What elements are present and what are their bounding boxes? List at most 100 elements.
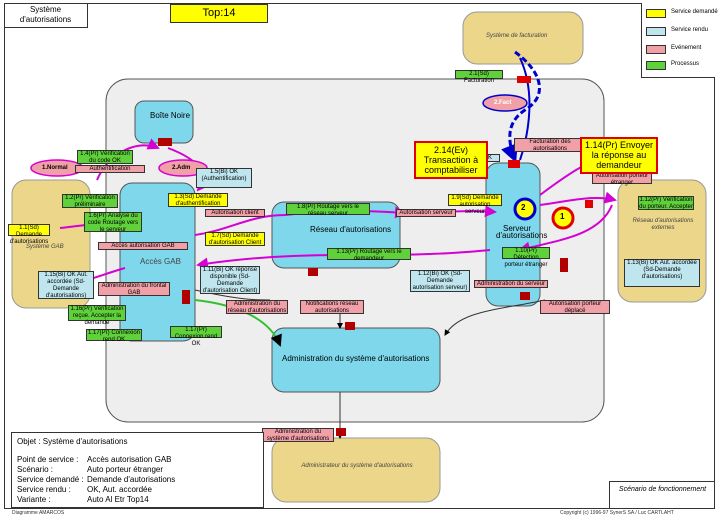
legend-swatch	[646, 9, 666, 18]
flow-line	[539, 191, 617, 206]
marker-1-shape	[551, 206, 575, 230]
actor-fact-shape	[482, 94, 528, 112]
process-analyse-code: 1.6(Pr) Analyse du code Routage vers le …	[84, 212, 142, 233]
info-value: Accès autorisation GAB	[87, 455, 172, 464]
info-value: Demande d'autorisations	[87, 475, 176, 484]
legend-label: Processus	[671, 61, 700, 67]
info-value: OK, Aut. accordée	[87, 485, 152, 494]
header-line-1: Système	[29, 5, 62, 14]
flow-line	[518, 204, 613, 254]
service-sd-dem-serv: 1.9(Sd) Demande autorisation serveur	[448, 194, 502, 215]
process-detection: 1.10(Pr) Détection porteur étranger	[502, 247, 550, 268]
event-notif-res: Notifications réseau autorisations	[300, 300, 364, 314]
event-autor-serveur: Autorisation serveur	[396, 209, 456, 217]
info-value: Auto Al Etr Top14	[87, 495, 149, 504]
marker-2-shape	[513, 197, 537, 221]
event-node	[520, 292, 530, 300]
service-reponse-dispo: 1.11(Bi) OK réponse disponible (Sd-Deman…	[200, 266, 260, 294]
callout-transaction: 2.14(Ev) Transaction à comptabiliser	[414, 141, 488, 179]
legend-swatch	[646, 27, 666, 36]
admin-flow	[444, 299, 546, 336]
callout-envoyer-reponse: 1.14(Pr) Envoyer la réponse au demandeur	[580, 137, 658, 174]
event-node	[560, 258, 568, 272]
diagram-title: Top:14	[170, 4, 268, 23]
event-node	[585, 200, 593, 208]
gab-label: Système GAB	[26, 244, 64, 250]
event-node	[182, 290, 190, 304]
external-networks-label: Réseau d'autorisations externes	[632, 218, 694, 231]
marker-2-label: 2	[521, 203, 526, 212]
footer-left: Diagramme AMARCOS	[12, 510, 65, 516]
service-dem-auth: 1.3(Sd) Demande d'authentification	[168, 193, 228, 207]
boite-noire-shape	[134, 100, 194, 144]
info-key: Variante :	[17, 495, 51, 504]
actor-normal-label: 1.Normal	[42, 165, 68, 171]
admin-external-shape	[271, 437, 441, 503]
info-objet: Objet : Système d'autorisations	[17, 437, 128, 446]
admin-external-label: Administrateur du système d'autorisation…	[301, 463, 413, 469]
reseau-label: Réseau d'autorisations	[310, 225, 392, 234]
event-acces-autor: Accès autorisation GAB	[98, 242, 188, 250]
legend-swatch	[646, 45, 666, 54]
event-autor-client: Autorisation client	[205, 209, 265, 217]
service-ok-auth: 1.5(Bi) OK (Authentification)	[196, 168, 252, 188]
event-node	[308, 268, 318, 276]
info-key: Scénario :	[17, 465, 54, 474]
event-node	[508, 160, 520, 168]
event-autor-deplace: Autorisation porteur déplacé	[540, 300, 610, 314]
event-node	[336, 428, 346, 436]
info-value: Auto porteur étranger	[87, 465, 164, 474]
serveur-label: Serveur d'autorisations	[496, 224, 548, 240]
event-admin-front: Administration du frontal GAB	[98, 282, 170, 296]
marker-1-label: 1	[560, 212, 565, 221]
legend-swatch	[646, 61, 666, 70]
info-row: Service rendu : OK, Aut. accordée	[17, 485, 262, 495]
legend-label: Evénement	[671, 45, 702, 51]
service-ok-ext: 1.13(Bi) OK Aut. accordée (Sd-Demande d'…	[624, 259, 700, 287]
info-key: Point de service :	[17, 455, 79, 464]
legend-label: Service demandé	[671, 9, 718, 15]
process-verif-ext: 1.12(Pr) Vérification du porteur. Accept…	[638, 196, 694, 210]
info-row: Service demandé : Demande d'autorisation…	[17, 475, 262, 485]
event-node	[158, 138, 172, 146]
process-routage-res: 1.8(Pr) Routage vers le réseau serveur	[286, 203, 370, 217]
event-admin-serveur: Administration du serveur	[474, 280, 548, 288]
admin-shape	[271, 327, 441, 393]
process-verif-recus: 1.16(Pr) Vérification reçue. Accepter la…	[68, 305, 126, 326]
info-box: Objet : Système d'autorisations Point de…	[11, 432, 264, 508]
event-node	[517, 76, 531, 83]
process-fact-ev: 2.1(Sd) Facturation	[455, 70, 503, 84]
acces-gab-label: Accès GAB	[140, 257, 181, 266]
boite-noire-label: Boîte Noire	[150, 111, 191, 120]
info-row: Point de service : Accès autorisation GA…	[17, 455, 262, 465]
diagram-header: Système d'autorisations	[4, 3, 88, 28]
process-detection-tab: 1.17(Pr) Connexion rend OK	[170, 326, 222, 347]
process-routage-dem: 1.13(Pr) Routage vers le demandeur	[327, 248, 411, 262]
service-dem-autor: 1.1(Sd) Demande d'autorisations	[8, 224, 50, 245]
admin-label: Administration du système d'autorisation…	[282, 354, 430, 363]
legend: Service demandé Service rendu Evénement …	[641, 3, 718, 78]
header-line-2: d'autorisations	[19, 15, 72, 24]
info-key: Service demandé :	[17, 475, 84, 484]
event-node	[345, 322, 355, 330]
event-authentification: Authentification	[75, 165, 145, 173]
admin-flow	[194, 299, 282, 347]
service-sd-dem-cli: 1.7(Sd) Demande d'autorisation Client	[205, 232, 265, 246]
process-verif-code: 1.4(Pr) Vérification du code OK	[77, 150, 133, 164]
process-rev-comm: 1.17(Pr) Connexion rend OK	[86, 329, 142, 343]
event-fact-autor: Facturation des autorisations	[514, 138, 586, 152]
event-admin-sys: Administration du système d'autorisation…	[262, 428, 334, 442]
facturation-flow	[501, 50, 541, 163]
facturation-label: Système de facturation	[486, 33, 548, 39]
event-admin-reseau: Administration du réseau d'autorisations	[226, 300, 288, 314]
legend-label: Service rendu	[671, 27, 709, 33]
service-ok-aut-acc: 1.15(Bi) OK Aut. accordée (Sd-Demande d'…	[38, 271, 94, 299]
info-row: Variante : Auto Al Etr Top14	[17, 495, 262, 505]
info-row: Scénario : Auto porteur étranger	[17, 465, 262, 475]
diagram-frame	[4, 3, 715, 509]
footer-right: Copyright (c) 1996-97 SynerS SA / Luc CA…	[560, 510, 674, 516]
process-verif-prelim: 1.2(Pr) Vérification préliminaire	[62, 194, 118, 208]
actor-fact-label: 2.Fact	[494, 100, 512, 106]
scenario-box: Scénario de fonctionnement	[609, 481, 715, 508]
actor-adm-label: 2.Adm	[172, 165, 191, 171]
